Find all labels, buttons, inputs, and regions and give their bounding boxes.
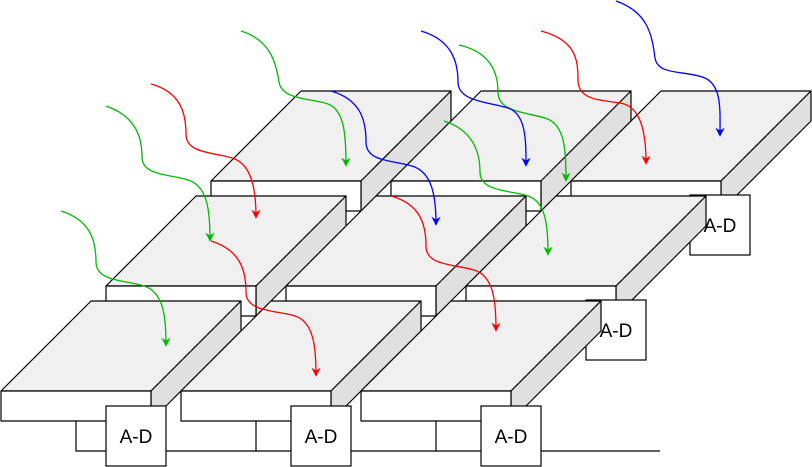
ray-green: [458, 44, 571, 182]
ray-green: [443, 120, 553, 256]
block-front-1: [0, 300, 242, 422]
ray-blue: [615, 0, 725, 137]
ad-converter-front-1: [105, 405, 167, 467]
ray-red: [540, 30, 651, 165]
ray-green: [105, 105, 215, 242]
ray-red: [150, 83, 261, 219]
ad-converter-label: A-D: [305, 427, 338, 448]
ad-converter-label: A-D: [704, 216, 737, 237]
ray-blue: [420, 30, 531, 167]
ad-converter-label: A-D: [600, 321, 633, 342]
ad-converter-front-2: [290, 405, 352, 467]
bus-wire: [75, 421, 660, 452]
ray-red: [210, 240, 321, 377]
front-row: A-D A-D A-D: [0, 300, 660, 467]
block-front-2: [180, 300, 422, 422]
ray-green: [240, 30, 351, 167]
ad-converter-label: A-D: [495, 427, 528, 448]
ray-red: [390, 195, 501, 332]
ray-blue: [330, 90, 441, 226]
ad-converter-front-3: [480, 405, 542, 467]
rays: [60, 0, 725, 377]
ray-green: [60, 210, 171, 347]
ad-converter-label: A-D: [120, 427, 153, 448]
